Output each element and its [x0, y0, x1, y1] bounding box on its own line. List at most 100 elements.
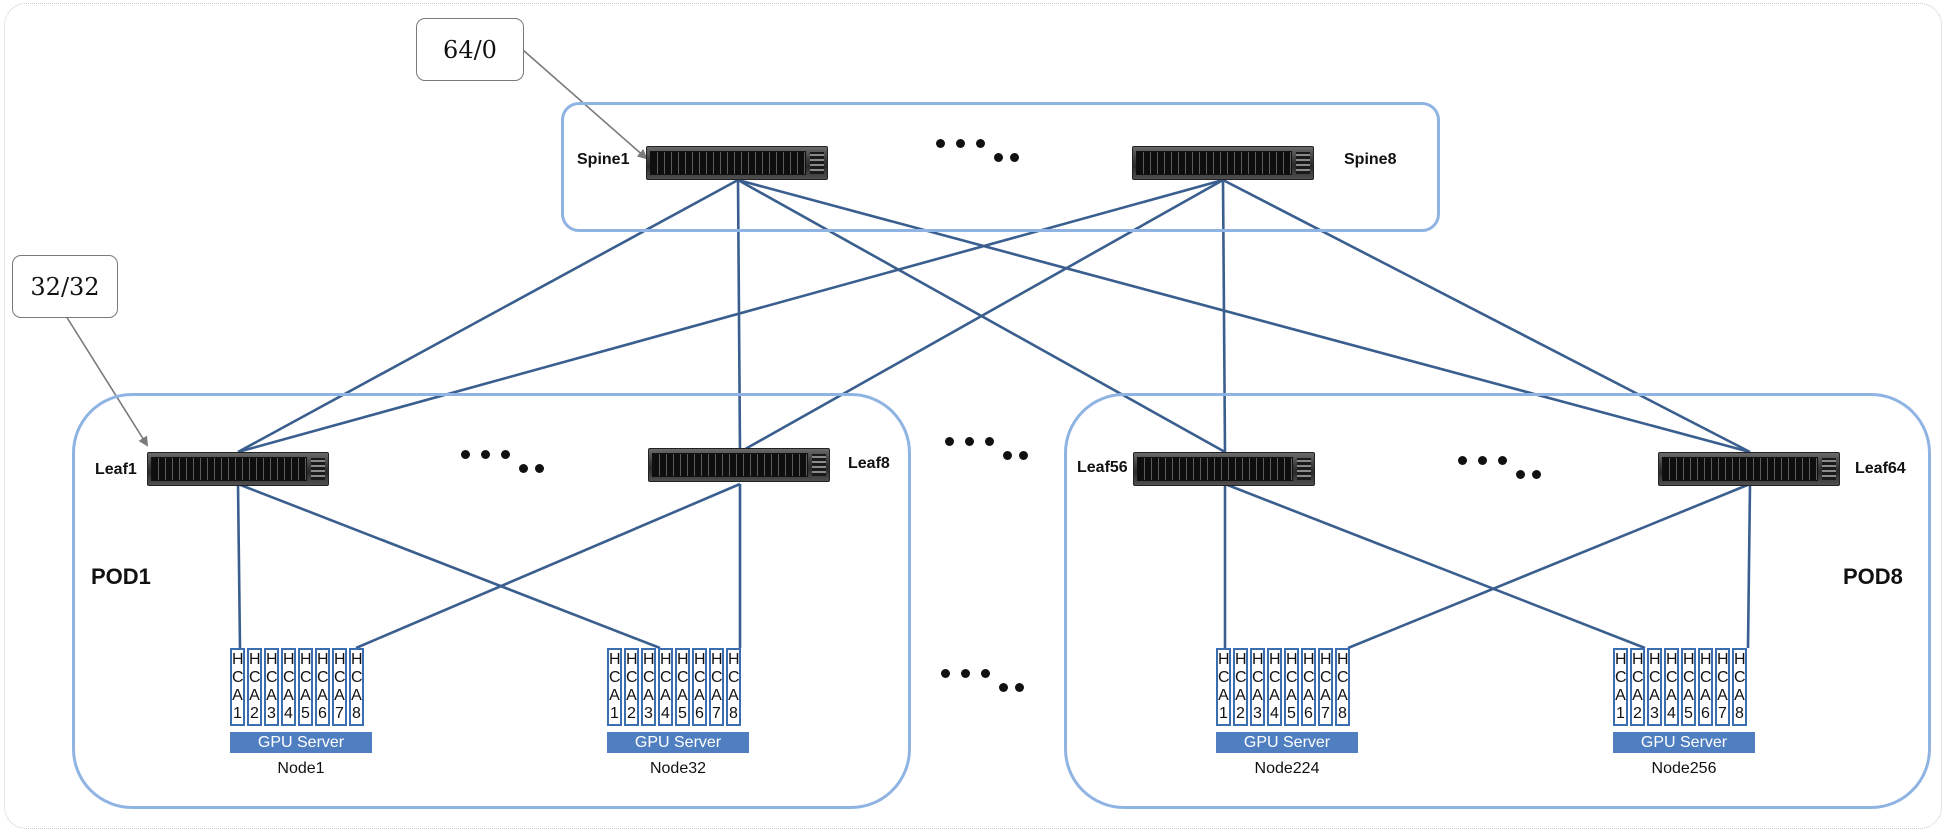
pod8-group [1064, 393, 1931, 809]
hca-char: 7 [1718, 705, 1727, 722]
link-leaf8-node1 [355, 482, 741, 650]
hca-char: 1 [610, 705, 619, 722]
hca-char: A [334, 687, 345, 704]
link-spine1-leaf8 [736, 179, 742, 453]
hca-char: A [1649, 687, 1660, 704]
hca-char: 3 [1253, 705, 1262, 722]
hca-char: A [1615, 687, 1626, 704]
hca-char: 2 [250, 705, 259, 722]
hca-char: H [300, 651, 312, 668]
leaf8-switch [648, 448, 830, 482]
spine1-label: Spine1 [577, 151, 630, 168]
hca-char: 2 [1633, 705, 1642, 722]
leaf-port-callout: 32/32 [12, 255, 118, 318]
hca-char: A [1235, 687, 1246, 704]
link-leaf1-node1 [236, 483, 242, 649]
gpu-server-bar: GPU Server [230, 732, 372, 753]
hca-char: 5 [678, 705, 687, 722]
hca-char: 4 [1270, 705, 1279, 722]
gpu-server-bar: GPU Server [1613, 732, 1755, 753]
hca-char: H [334, 651, 346, 668]
hca-char: 6 [1304, 705, 1313, 722]
hca-char: 1 [1219, 705, 1228, 722]
pod1-leaf-ellipsis [461, 450, 551, 474]
hca-char: C [249, 669, 261, 686]
hca-char: A [1252, 687, 1263, 704]
leaf1-switch [147, 452, 329, 486]
hca-char: H [266, 651, 278, 668]
hca-char: C [1615, 669, 1627, 686]
hca-char: H [1666, 651, 1678, 668]
hca-char: H [660, 651, 672, 668]
spine-port-callout: 64/0 [416, 18, 524, 81]
hca-char: H [1649, 651, 1661, 668]
hca-char: C [317, 669, 329, 686]
hca-char: A [1320, 687, 1331, 704]
leaf56-label: Leaf56 [1077, 459, 1128, 476]
link-spine8-leaf8 [739, 178, 1224, 454]
hca-char: 4 [1667, 705, 1676, 722]
hca-char: 1 [233, 705, 242, 722]
hca-char: C [1320, 669, 1332, 686]
hca-char: A [249, 687, 260, 704]
hca-char: H [1683, 651, 1695, 668]
hca-char: H [317, 651, 329, 668]
pod8-label: POD8 [1843, 564, 1903, 589]
callout-leaf-pointer [65, 315, 149, 447]
hca-char: H [1218, 651, 1230, 668]
spine-group [561, 102, 1440, 232]
hca-char: H [1286, 651, 1298, 668]
hca-char: C [660, 669, 672, 686]
hca-char: H [1235, 651, 1247, 668]
hca-char: H [609, 651, 621, 668]
hca-char: 2 [627, 705, 636, 722]
hca-char: A [1717, 687, 1728, 704]
hca-char: 8 [1735, 705, 1744, 722]
hca-char: 1 [1616, 705, 1625, 722]
hca-char: H [1615, 651, 1627, 668]
hca-char: A [643, 687, 654, 704]
hca-char: A [1286, 687, 1297, 704]
hca-char: C [1337, 669, 1349, 686]
hca-char: A [1632, 687, 1643, 704]
hca-char: 5 [301, 705, 310, 722]
hca-char: H [1734, 651, 1746, 668]
hca-char: A [351, 687, 362, 704]
hca-char: 8 [352, 705, 361, 722]
hca-char: A [626, 687, 637, 704]
hca-char: A [711, 687, 722, 704]
hca-char: A [1218, 687, 1229, 704]
hca-char: H [626, 651, 638, 668]
hca-char: H [643, 651, 655, 668]
hca-char: C [643, 669, 655, 686]
pod8-leaf-ellipsis [1458, 456, 1548, 480]
pod-ellipsis [945, 437, 1035, 461]
hca-char: C [266, 669, 278, 686]
node1-label: Node1 [277, 760, 325, 777]
hca-char: 3 [644, 705, 653, 722]
hca-char: 6 [695, 705, 704, 722]
hca-char: H [1320, 651, 1332, 668]
spine8-label: Spine8 [1344, 151, 1397, 168]
hca-char: C [1717, 669, 1729, 686]
hca-char: A [1303, 687, 1314, 704]
leaf8-label: Leaf8 [848, 455, 890, 472]
